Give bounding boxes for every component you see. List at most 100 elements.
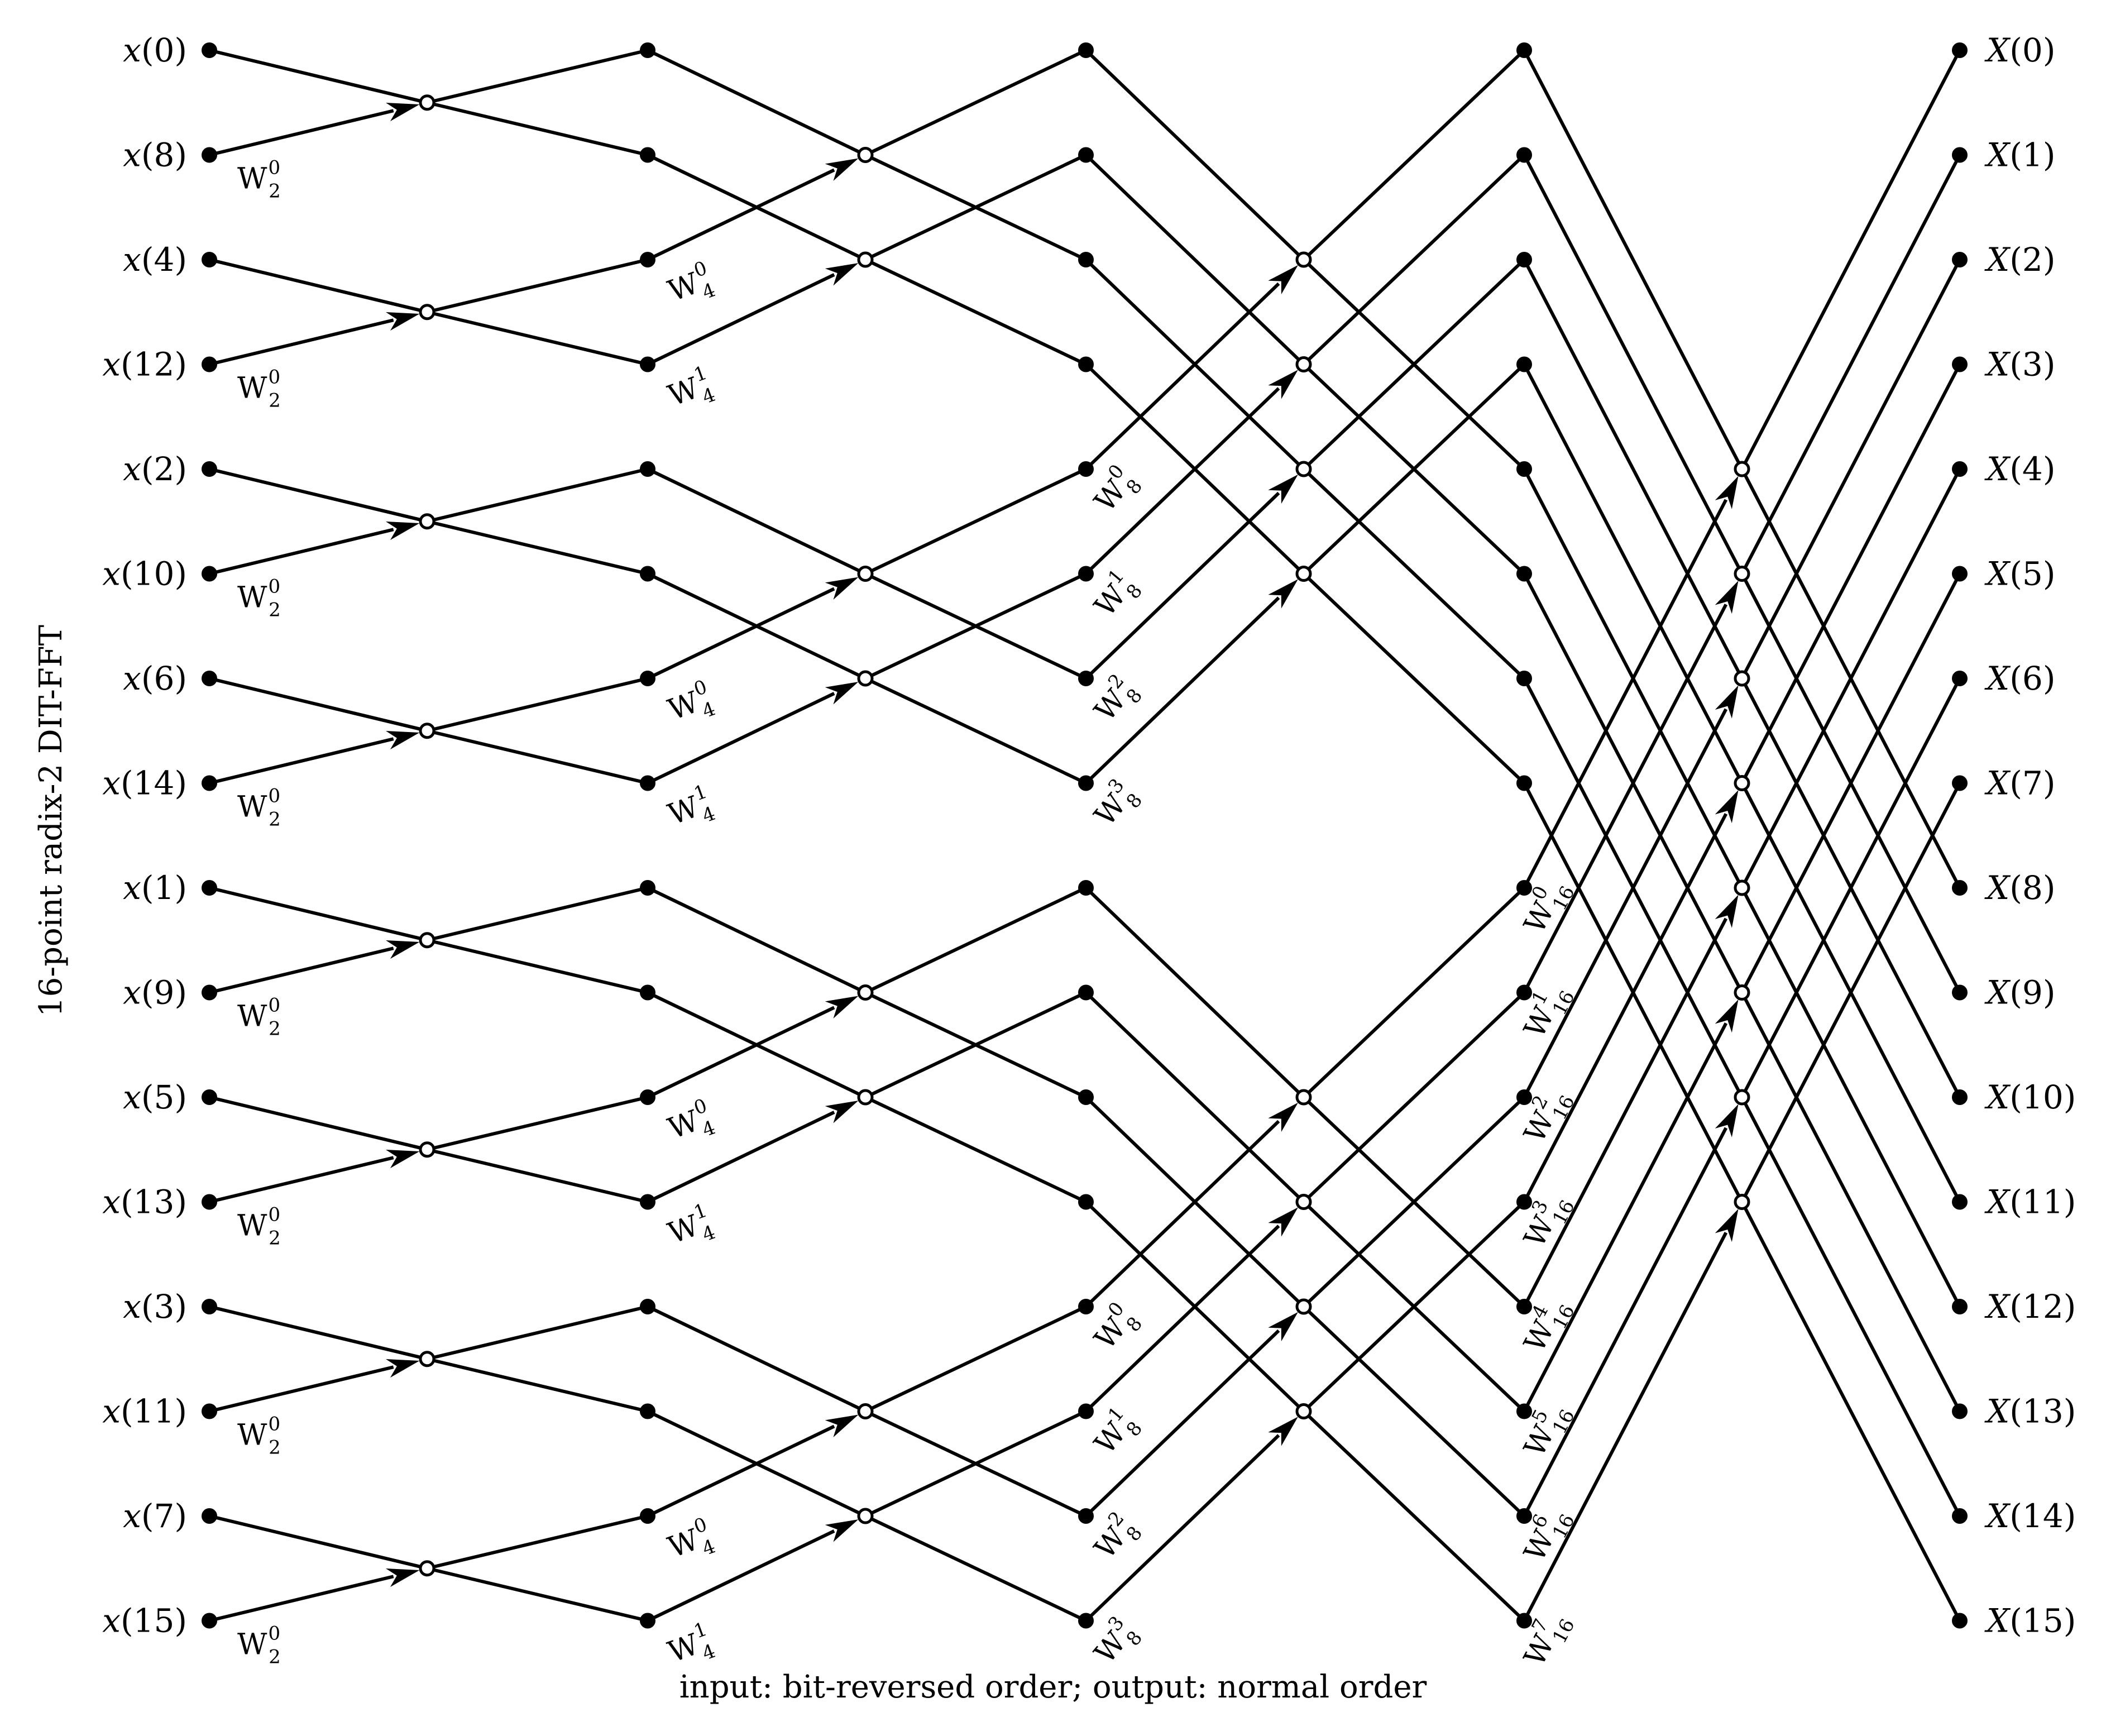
data-node: [202, 1508, 217, 1524]
data-node: [202, 1299, 217, 1314]
input-label: x(4): [123, 241, 187, 279]
data-node: [1078, 775, 1094, 791]
edge-stage1-in-top: [209, 886, 428, 942]
edge-stage1-out-bottom: [427, 101, 648, 157]
edge-stage2-in-bottom: [647, 1529, 835, 1623]
butterfly-sum-node: [1295, 1403, 1312, 1419]
edge-stage4-in-bottom: [1523, 1127, 1728, 1517]
edge-stage1-out-top: [427, 886, 648, 942]
butterfly-sum-node: [857, 1403, 874, 1419]
arrowhead: [825, 1519, 859, 1542]
twiddle-factor: W04: [662, 676, 719, 734]
data-node: [202, 147, 217, 163]
output-label: X(5): [1984, 555, 2055, 593]
butterfly-sum-node: [419, 513, 435, 530]
edge-stage3-out-top: [1302, 49, 1526, 261]
data-node: [640, 984, 655, 1001]
edge-stage2-in-top: [647, 49, 867, 157]
data-node: [202, 461, 217, 477]
data-node: [1952, 1613, 1968, 1629]
edge-stage3-out-top: [1302, 363, 1526, 575]
butterfly-sum-node: [419, 932, 435, 949]
input-label: x(7): [123, 1497, 187, 1535]
data-node: [202, 671, 217, 686]
edge-stage3-in-top: [1084, 363, 1305, 575]
data-node: [1078, 1194, 1094, 1210]
edge-stage1-in-top: [209, 1305, 428, 1361]
arrowhead: [825, 1101, 859, 1123]
data-node: [640, 147, 655, 163]
butterfly-sum-node: [419, 304, 435, 321]
input-label: x(13): [102, 1183, 187, 1221]
arrowhead: [1268, 265, 1298, 295]
arrowhead: [1268, 370, 1298, 399]
butterfly-sum-node: [419, 1141, 435, 1158]
data-node: [1078, 356, 1094, 372]
data-node: [1078, 984, 1094, 1001]
arrowhead: [825, 682, 859, 705]
edge-stage3-out-top: [1302, 1201, 1526, 1413]
butterfly-sum-node: [1295, 461, 1312, 477]
butterfly-sum-node: [857, 1508, 874, 1524]
data-node: [1078, 566, 1094, 582]
data-node: [1078, 671, 1094, 686]
butterfly-sum-node: [1295, 1298, 1312, 1315]
edge-stage2-in-bottom: [647, 692, 835, 785]
output-label: X(12): [1984, 1288, 2076, 1326]
edge-stage3-in-top: [1084, 886, 1305, 1099]
edge-stage4-out-bottom: [1740, 992, 1961, 1412]
arrowhead: [1715, 790, 1739, 824]
edge-stage4-in-top: [1523, 259, 1744, 680]
edge-stage4-out-top: [1740, 677, 1961, 1098]
edge-stage1-in-bottom: [209, 737, 394, 785]
data-node: [1952, 147, 1968, 163]
data-node: [1078, 461, 1094, 477]
edge-stage3-in-bottom: [1084, 1434, 1280, 1622]
edge-stage1-out-bottom: [427, 938, 648, 994]
output-label: X(1): [1984, 136, 2055, 174]
butterfly-sum-node: [1734, 566, 1750, 582]
butterfly-sum-node: [1295, 356, 1312, 372]
edge-stage3-in-top: [1084, 258, 1305, 471]
data-node: [640, 42, 655, 58]
caption: input: bit-reversed order; output: norma…: [679, 1669, 1427, 1705]
arrowhead: [825, 577, 859, 600]
butterfly-sum-node: [1295, 1194, 1312, 1210]
edge-stage1-in-top: [209, 49, 428, 104]
butterfly-sum-node: [1734, 670, 1750, 687]
arrowhead: [386, 103, 420, 122]
input-label: x(9): [123, 974, 187, 1012]
arrowhead: [1268, 1102, 1298, 1132]
data-node: [202, 880, 217, 896]
data-node: [1516, 880, 1532, 896]
edge-stage1-in-bottom: [209, 528, 394, 576]
edge-stage2-in-bottom: [647, 587, 835, 680]
edge-stage1-out-top: [427, 1096, 648, 1151]
arrowhead: [386, 1568, 420, 1587]
arrowhead: [1715, 999, 1739, 1033]
input-label: x(1): [123, 869, 187, 907]
data-node: [640, 775, 655, 791]
data-node: [1952, 356, 1968, 372]
edge-stage1-out-top: [427, 49, 648, 104]
data-node: [1078, 880, 1094, 896]
edges-layer: [209, 49, 1961, 1623]
edge-stage3-in-bottom: [1084, 282, 1280, 471]
arrowhead: [1268, 474, 1298, 504]
data-node: [1078, 42, 1094, 58]
twiddle-factor: W14: [662, 1199, 719, 1257]
data-node: [202, 984, 217, 1001]
edge-stage3-in-bottom: [1084, 1329, 1280, 1518]
data-node: [640, 252, 655, 267]
twiddle-factor: W14: [662, 1618, 719, 1676]
arrowhead: [386, 731, 420, 750]
edge-stage1-out-bottom: [427, 729, 648, 785]
butterfly-sum-node: [1295, 1089, 1312, 1106]
edge-stage1-out-bottom: [427, 310, 648, 366]
